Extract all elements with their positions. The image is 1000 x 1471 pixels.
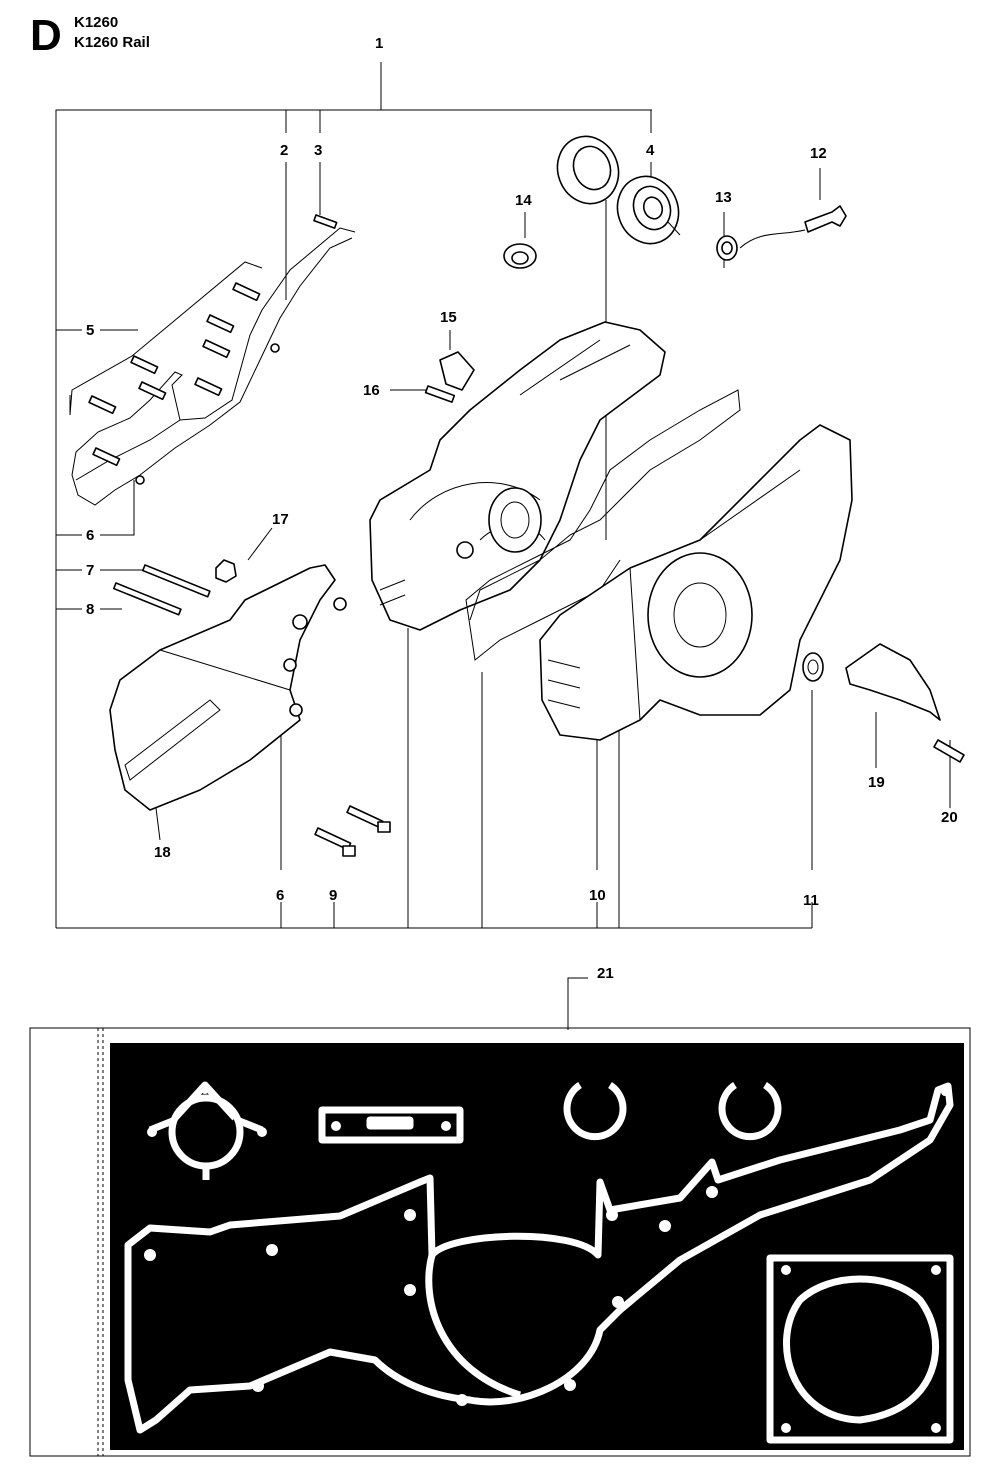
callout-6-lower: 6 bbox=[276, 887, 284, 904]
callout-21: 21 bbox=[597, 965, 614, 982]
callout-8: 8 bbox=[86, 601, 94, 618]
wire-bracket-assembly bbox=[69, 214, 356, 506]
callout-19: 19 bbox=[868, 774, 885, 791]
gasket-kit-panel bbox=[29, 977, 971, 1457]
callout-7: 7 bbox=[86, 562, 94, 579]
callout-1: 1 bbox=[375, 35, 383, 52]
callout-18: 18 bbox=[154, 844, 171, 861]
callout-2: 2 bbox=[280, 142, 288, 159]
callout-15: 15 bbox=[440, 309, 457, 326]
mount-bracket bbox=[845, 643, 965, 763]
callout-20: 20 bbox=[941, 809, 958, 826]
model-name: K1260 bbox=[74, 14, 119, 31]
callout-9: 9 bbox=[329, 887, 337, 904]
clutch-cover bbox=[109, 564, 347, 811]
callout-16: 16 bbox=[363, 382, 380, 399]
callout-11: 11 bbox=[803, 892, 819, 909]
callout-17: 17 bbox=[272, 511, 289, 528]
crankcase-right-half bbox=[539, 424, 853, 741]
callout-4: 4 bbox=[646, 142, 655, 159]
bearings bbox=[556, 135, 681, 245]
callout-3: 3 bbox=[314, 142, 322, 159]
callout-12: 12 bbox=[810, 145, 827, 162]
callout-labels: 1 2 3 4 5 6 7 8 9 10 11 12 13 14 15 16 1… bbox=[86, 35, 958, 982]
section-letter: D bbox=[30, 11, 62, 60]
gasket-between-halves bbox=[465, 389, 741, 661]
crankcase-left-half bbox=[369, 321, 666, 631]
bolts-9 bbox=[314, 805, 391, 857]
upper-frame bbox=[55, 62, 951, 929]
callout-10: 10 bbox=[589, 887, 606, 904]
callout-14: 14 bbox=[515, 192, 532, 209]
small-parts bbox=[215, 205, 847, 583]
callout-6: 6 bbox=[86, 527, 94, 544]
model-name-rail: K1260 Rail bbox=[74, 34, 150, 51]
callout-5: 5 bbox=[86, 322, 94, 339]
callout-13: 13 bbox=[715, 189, 732, 206]
